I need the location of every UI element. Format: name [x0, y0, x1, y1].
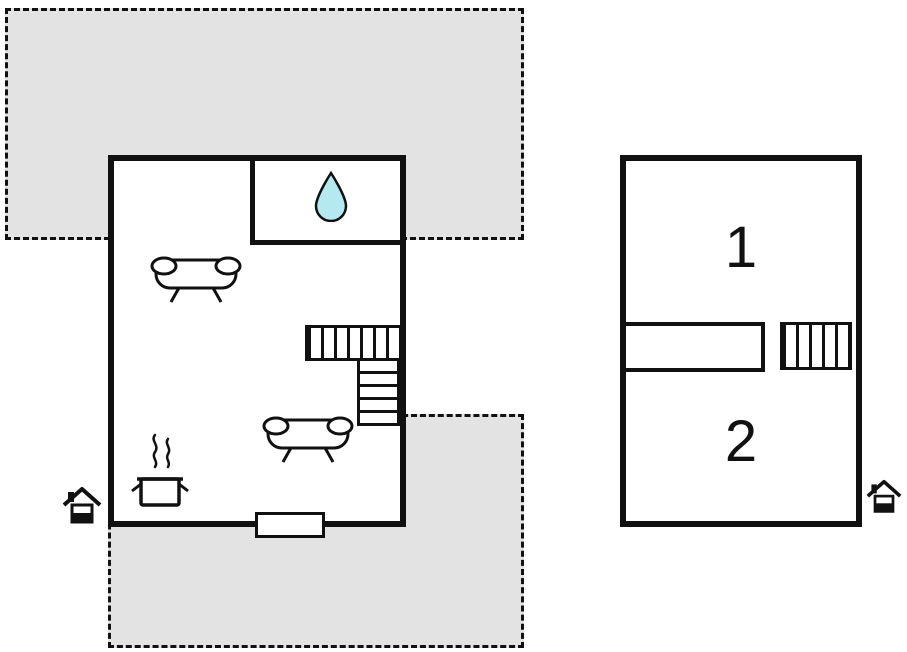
bathroom-partition: [250, 161, 400, 245]
water-drop-icon: [312, 170, 350, 222]
sofa-icon: [150, 250, 242, 306]
stairs-down-lower-flight: [357, 358, 400, 426]
stairs-up-icon: [780, 322, 852, 370]
entrance-house-icon: [62, 486, 102, 526]
sofa-icon: [262, 410, 354, 466]
room-1-label: 1: [724, 215, 758, 280]
ground-floor-plan: [108, 155, 406, 527]
upper-floor-plan: 1 2: [620, 155, 862, 527]
ground-floor-door: [255, 512, 325, 538]
entrance-house-icon: [866, 476, 902, 518]
stairs-down-icon: [305, 325, 402, 361]
upper-floor-landing: [626, 322, 765, 372]
stove-icon: [128, 429, 192, 515]
room-2-label: 2: [724, 409, 758, 474]
